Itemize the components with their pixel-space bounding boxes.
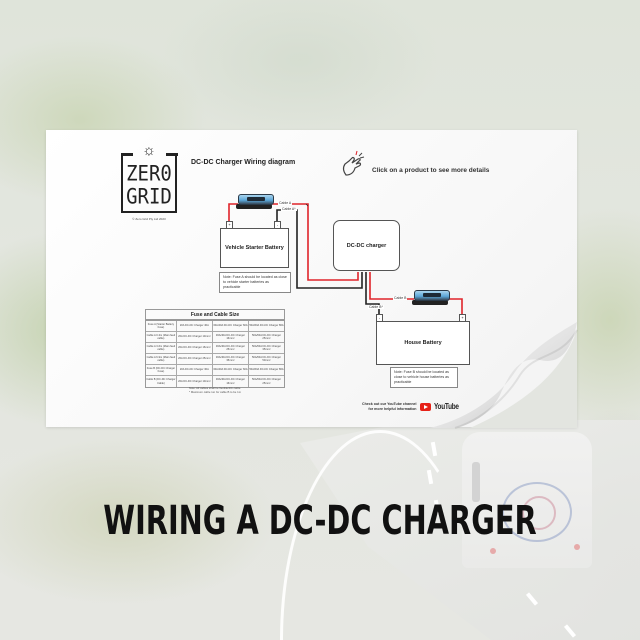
background-motorhome: [462, 432, 592, 568]
table-cell: 30A/40A DC-DC Charger 60A: [213, 365, 249, 375]
fuse-a-note: Note: Fuse A should be located as close …: [219, 272, 291, 293]
table-row: Cable A 3-6m (Main feed cable) 20A DC-DC…: [146, 343, 284, 354]
table-row: Cable A 6-9m (Main feed cable) 20A DC-DC…: [146, 354, 284, 365]
logo-wordmark: ZER0 GRID: [121, 161, 177, 210]
fuse-a[interactable]: [238, 194, 274, 205]
table-cell: Cable A 6-9m (Main feed cable): [146, 354, 177, 364]
tap-hand-icon: [343, 150, 365, 176]
table-row: Cable A 0-3m (Main feed cable) 20A DC-DC…: [146, 332, 284, 343]
logo-copyright: © Zero Grid Pty Ltd 2023: [132, 217, 166, 221]
headline: WIRING A DC-DC CHARGER: [103, 498, 537, 544]
table-row: Fuse B (DC-DC Charger Fuse) 20A DC-DC Ch…: [146, 365, 284, 376]
youtube-promo[interactable]: Check out our YouTube channel for more h…: [362, 402, 464, 411]
table-cell: 20A DC-DC Charger 16mm²: [177, 343, 213, 353]
table-cell: 50A/60A DC-DC Charger 80A: [249, 368, 284, 372]
table-cell: 50A/60A DC-DC Charger 80A: [249, 324, 284, 328]
cable-a-neg-label: Cable A*: [281, 207, 297, 211]
table-footnote-2: * Maximum cable run for cable B to be 1m: [188, 389, 242, 394]
click-hint: Click on a product to see more details: [340, 149, 489, 177]
table-cell: 30A/40A DC-DC Charger 16mm²: [213, 376, 249, 387]
table-cell: 20A DC-DC Charger 40A: [177, 321, 213, 331]
house-battery[interactable]: House Battery: [376, 321, 470, 365]
youtube-text-line-1: Check out our YouTube channel: [362, 402, 417, 406]
youtube-promo-text: Check out our YouTube channel for more h…: [362, 402, 417, 411]
table-cell: 20A DC-DC Charger 25mm²: [177, 354, 213, 364]
table-row: Cable B (DC-DC Charger Cable) 20A DC-DC …: [146, 376, 284, 387]
table-cell: 30A/40A DC-DC Charger 25mm²: [213, 343, 249, 353]
youtube-wordmark[interactable]: YouTube: [433, 402, 459, 412]
table-cell: 30A/40A DC-DC Charger 35mm²: [213, 354, 249, 364]
logo-line-2: GRID: [126, 184, 172, 210]
table-cell: Cable B (DC-DC Charger Cable): [146, 376, 177, 387]
table-cell: 50A/60A DC-DC Charger 50mm²: [251, 355, 281, 362]
fuse-b-base[interactable]: [412, 300, 448, 305]
van-tail-light: [490, 548, 496, 554]
table-cell: Cable A 3-6m (Main feed cable): [146, 343, 177, 353]
table-cell: 30A/40A DC-DC Charger 16mm²: [213, 332, 249, 342]
fuse-cable-table: Fuse A (Starter Battery Fuse) 20A DC-DC …: [145, 320, 285, 388]
table-cell: 20A DC-DC Charger 10mm²: [177, 332, 213, 342]
cable-b-neg-label: Cable B*: [368, 305, 384, 309]
cable-a-pos-label: Cable A: [278, 201, 293, 205]
youtube-play-icon[interactable]: [419, 402, 431, 411]
fuse-cable-table-title: Fuse and Cable Size: [145, 309, 285, 320]
fuse-b-note: Note: Fuse B should be located as close …: [390, 367, 458, 388]
table-footnote-1: Note: All cables shall be flexible/DC ca…: [188, 386, 242, 390]
fuse-b[interactable]: [414, 290, 450, 301]
click-hint-text: Click on a product to see more details: [372, 166, 490, 174]
vehicle-starter-battery[interactable]: Vehicle Starter Battery: [220, 228, 289, 268]
youtube-text-line-2: for more helpful information: [368, 406, 417, 411]
table-cell: 20A DC-DC Charger 30A: [177, 365, 213, 375]
fuse-a-base[interactable]: [236, 204, 272, 209]
table-cell: 30A/40A DC-DC Charger 60A: [213, 321, 249, 331]
diagram-title: DC-DC Charger Wiring diagram: [191, 159, 296, 166]
van-bike-rack: [502, 482, 572, 542]
table-cell: 50A/60A DC-DC Charger 35mm²: [251, 344, 281, 351]
cable-b-pos-label: Cable B: [393, 296, 408, 300]
table-row: Fuse A (Starter Battery Fuse) 20A DC-DC …: [146, 321, 284, 332]
logo-frame: [120, 153, 178, 213]
sun-icon: ☼: [142, 142, 156, 159]
table-footnotes: Note: All cables shall be flexible/DC ca…: [145, 386, 285, 395]
dcdc-charger[interactable]: DC-DC charger: [333, 220, 400, 271]
table-cell: Fuse B (DC-DC Charger Fuse): [146, 365, 177, 375]
wiring-diagram-sheet: [46, 130, 577, 427]
table-cell: 50A/60A DC-DC Charger 25mm²: [251, 378, 281, 385]
table-cell: 50A/60A DC-DC Charger 25mm²: [251, 333, 281, 340]
zero-grid-logo: ☼ ZER0 GRID © Zero Grid Pty Ltd 2023: [120, 142, 178, 221]
van-window: [472, 462, 480, 502]
table-cell: Cable A 0-3m (Main feed cable): [146, 332, 177, 342]
table-cell: Fuse A (Starter Battery Fuse): [146, 321, 177, 331]
van-tail-light: [574, 544, 580, 550]
table-cell: 20A DC-DC Charger 10mm²: [177, 376, 213, 387]
logo-line-1: ZER0: [126, 161, 172, 186]
